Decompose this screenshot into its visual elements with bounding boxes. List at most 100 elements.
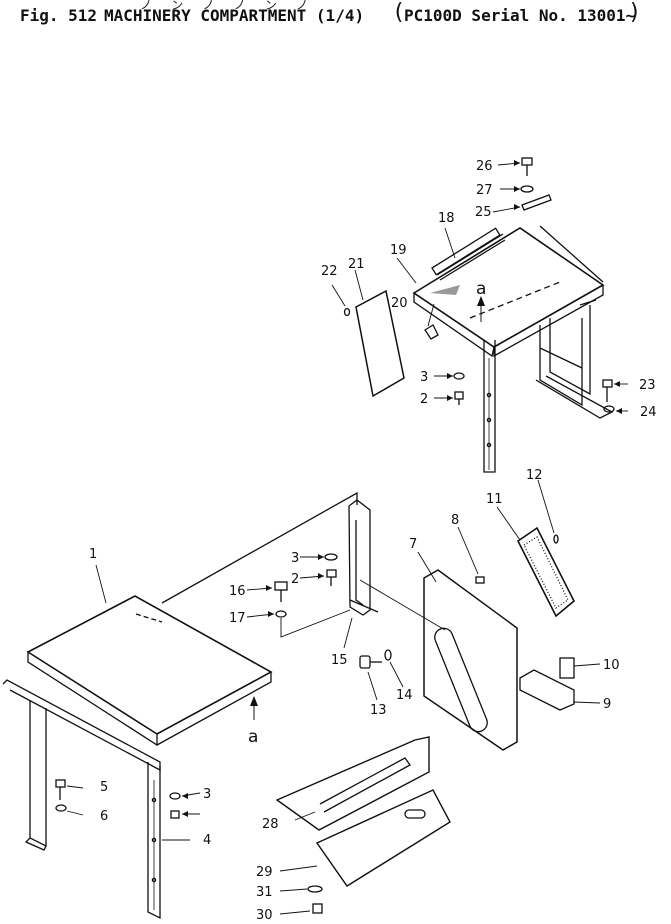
leg-hole xyxy=(151,837,157,843)
callout-3: 3 xyxy=(291,551,299,566)
washer-3-upper xyxy=(453,372,465,380)
callout-16: 16 xyxy=(229,584,246,599)
assembly-line xyxy=(280,609,351,638)
washer-24 xyxy=(603,405,615,413)
side-panel-21 xyxy=(355,289,405,398)
callout-1: 1 xyxy=(89,547,97,562)
callout-4: 4 xyxy=(203,833,211,848)
callout-30: 30 xyxy=(256,908,273,923)
bolt-5 xyxy=(55,779,66,800)
block-10 xyxy=(559,657,575,679)
partition-panel xyxy=(161,491,358,604)
bolt-2-mid xyxy=(326,569,337,586)
bolt-2-lower xyxy=(170,810,180,819)
plate-28-rail xyxy=(319,757,411,813)
upper-right-frame xyxy=(539,318,583,407)
callout-3: 3 xyxy=(420,370,428,385)
callout-23: 23 xyxy=(639,378,656,393)
upper-cover-right-edge xyxy=(493,285,604,358)
close-paren: ) xyxy=(628,0,642,25)
frame-foot xyxy=(24,837,47,851)
callout-labels: 1 2 2 2 3 3 3 4 5 6 7 8 9 10 11 12 13 14… xyxy=(89,159,657,923)
open-paren: ( xyxy=(392,0,406,25)
callout-9: 9 xyxy=(603,697,611,712)
washer-14 xyxy=(384,649,392,661)
upper-left-leg xyxy=(483,340,496,473)
washer-31 xyxy=(307,885,323,893)
assembly-line xyxy=(359,579,446,631)
hidden-line xyxy=(469,281,561,319)
frame-right-leg xyxy=(147,762,161,920)
left-cover-right xyxy=(156,672,272,746)
hinge-18-line xyxy=(436,233,504,276)
callout-5: 5 xyxy=(100,780,108,795)
upper-cover-top xyxy=(412,227,605,348)
callout-2: 2 xyxy=(291,572,299,587)
bolt-13 xyxy=(359,655,382,669)
cover-shading xyxy=(430,285,460,295)
callout-31: 31 xyxy=(256,885,273,900)
panel-7 xyxy=(423,569,518,751)
left-cover-front xyxy=(27,652,158,747)
clip-8 xyxy=(475,576,485,584)
page-header: ノ ン ノ ノ ン ノ Fig. 512 MACHINERY COMPARTME… xyxy=(0,0,671,28)
leg-hole xyxy=(486,442,492,448)
bolt-16 xyxy=(274,581,288,602)
callout-6: 6 xyxy=(100,809,108,824)
leg-hole xyxy=(486,417,492,423)
reference-a-lower: a xyxy=(248,727,258,747)
filter-11-inner xyxy=(523,536,569,609)
serial-range: PC100D Serial No. 13001~ xyxy=(404,6,636,25)
callout-arrowheads xyxy=(182,160,622,817)
callout-22: 22 xyxy=(321,264,338,279)
washer-27 xyxy=(520,185,534,193)
callout-2: 2 xyxy=(420,392,428,407)
cropped-previous-line: ノ ン ノ ノ ン ノ xyxy=(140,0,315,12)
callout-19: 19 xyxy=(390,243,407,258)
callout-26: 26 xyxy=(476,159,493,174)
callout-3: 3 xyxy=(203,787,211,802)
callout-14: 14 xyxy=(396,688,413,703)
frame-brace-top xyxy=(579,299,597,306)
upper-cover-front-edge xyxy=(413,293,495,358)
washer-3-mid xyxy=(324,553,338,561)
leg-hole xyxy=(486,392,492,398)
callout-21: 21 xyxy=(348,257,365,272)
hidden-line xyxy=(135,613,163,623)
callout-11: 11 xyxy=(486,492,503,507)
upper-base-plate xyxy=(535,375,614,419)
grommet-12 xyxy=(553,534,559,544)
frame-top-rail xyxy=(2,679,161,772)
leg-hole xyxy=(151,877,157,883)
clip-22 xyxy=(343,307,351,317)
figure-title: MACHINERY COMPARTMENT (1/4) xyxy=(104,6,365,25)
callout-20: 20 xyxy=(391,296,408,311)
upper-right-frame-back xyxy=(549,305,591,396)
plate-29-slot xyxy=(404,809,426,819)
bolt-30 xyxy=(312,903,323,914)
reference-a-upper: a xyxy=(476,279,486,299)
bracket-15 xyxy=(348,499,379,616)
filter-11 xyxy=(516,526,576,618)
callout-24: 24 xyxy=(640,405,657,420)
callout-15: 15 xyxy=(331,653,348,668)
leader-lines xyxy=(66,162,628,915)
callout-27: 27 xyxy=(476,183,493,198)
block-9 xyxy=(519,669,575,711)
callout-18: 18 xyxy=(438,211,455,226)
figure-number: Fig. 512 xyxy=(20,6,98,25)
callout-29: 29 xyxy=(256,865,273,880)
callout-25: 25 xyxy=(475,205,492,220)
hinge-18 xyxy=(431,227,501,276)
callout-8: 8 xyxy=(451,513,459,528)
hinge-18-line2 xyxy=(439,239,506,281)
plate-28 xyxy=(275,736,430,831)
upper-cover-back-edge xyxy=(539,225,604,283)
frame-brace xyxy=(539,347,583,369)
washer-17 xyxy=(275,610,287,618)
bolt-23 xyxy=(602,379,613,402)
washer-6 xyxy=(55,804,67,812)
upper-cover-assembly xyxy=(412,225,614,473)
callout-13: 13 xyxy=(370,703,387,718)
